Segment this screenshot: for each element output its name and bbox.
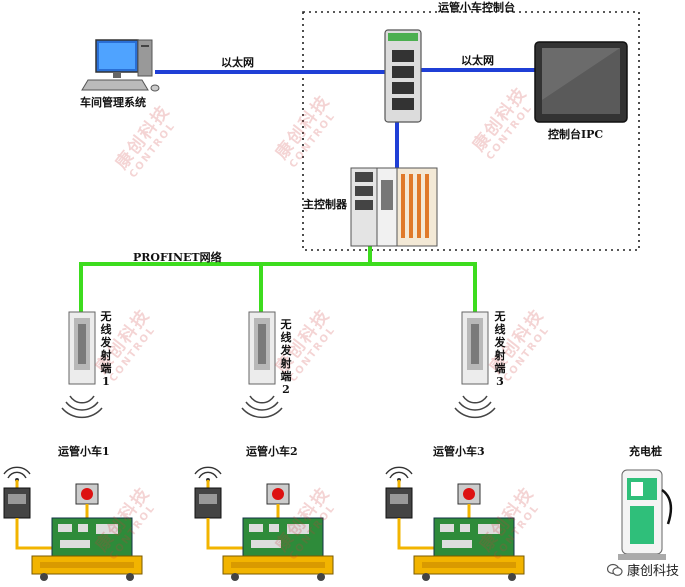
cart-2-label: 运管小车2 <box>246 445 298 458</box>
profinet-label: PROFINET网络 <box>133 251 222 264</box>
cart-1-label: 运管小车1 <box>58 445 110 458</box>
console-title: 运管小车控制台 <box>438 1 515 14</box>
transmitter-1 <box>61 311 103 419</box>
transmitter-2-label: 无线发射端2 <box>280 318 292 396</box>
ethernet-left-label: 以太网 <box>221 56 254 69</box>
workshop-system-label: 车间管理系统 <box>80 96 146 109</box>
main-controller-plc <box>350 167 438 247</box>
cart-2 <box>194 466 334 581</box>
profinet-links <box>79 245 477 312</box>
cart-3 <box>385 466 525 581</box>
main-controller-label: 主控制器 <box>303 198 347 211</box>
cart-control-board <box>433 517 515 557</box>
ethernet-switch <box>384 29 422 123</box>
cart-1 <box>3 466 143 581</box>
ethernet-right-label: 以太网 <box>461 54 494 67</box>
transmitter-3-label: 无线发射端3 <box>494 310 506 388</box>
console-ipc-label: 控制台IPC <box>548 128 604 141</box>
workstation-computer <box>81 39 160 92</box>
charger-label: 充电桩 <box>629 445 662 458</box>
footer-brand-text: 康创科技 <box>626 564 679 579</box>
ethernet-links <box>155 68 535 168</box>
cart-control-board <box>51 517 133 557</box>
ipc-panel <box>534 41 628 123</box>
cart-3-label: 运管小车3 <box>433 445 485 458</box>
transmitter-2 <box>241 311 283 419</box>
charging-station <box>618 469 673 560</box>
transmitter-3 <box>454 311 496 419</box>
wechat-icon <box>606 563 623 577</box>
console-boundary <box>302 11 640 251</box>
footer-brand: 康创科技 <box>606 560 679 579</box>
transmitter-1-label: 无线发射端1 <box>100 310 112 388</box>
cart-control-board <box>242 517 324 557</box>
